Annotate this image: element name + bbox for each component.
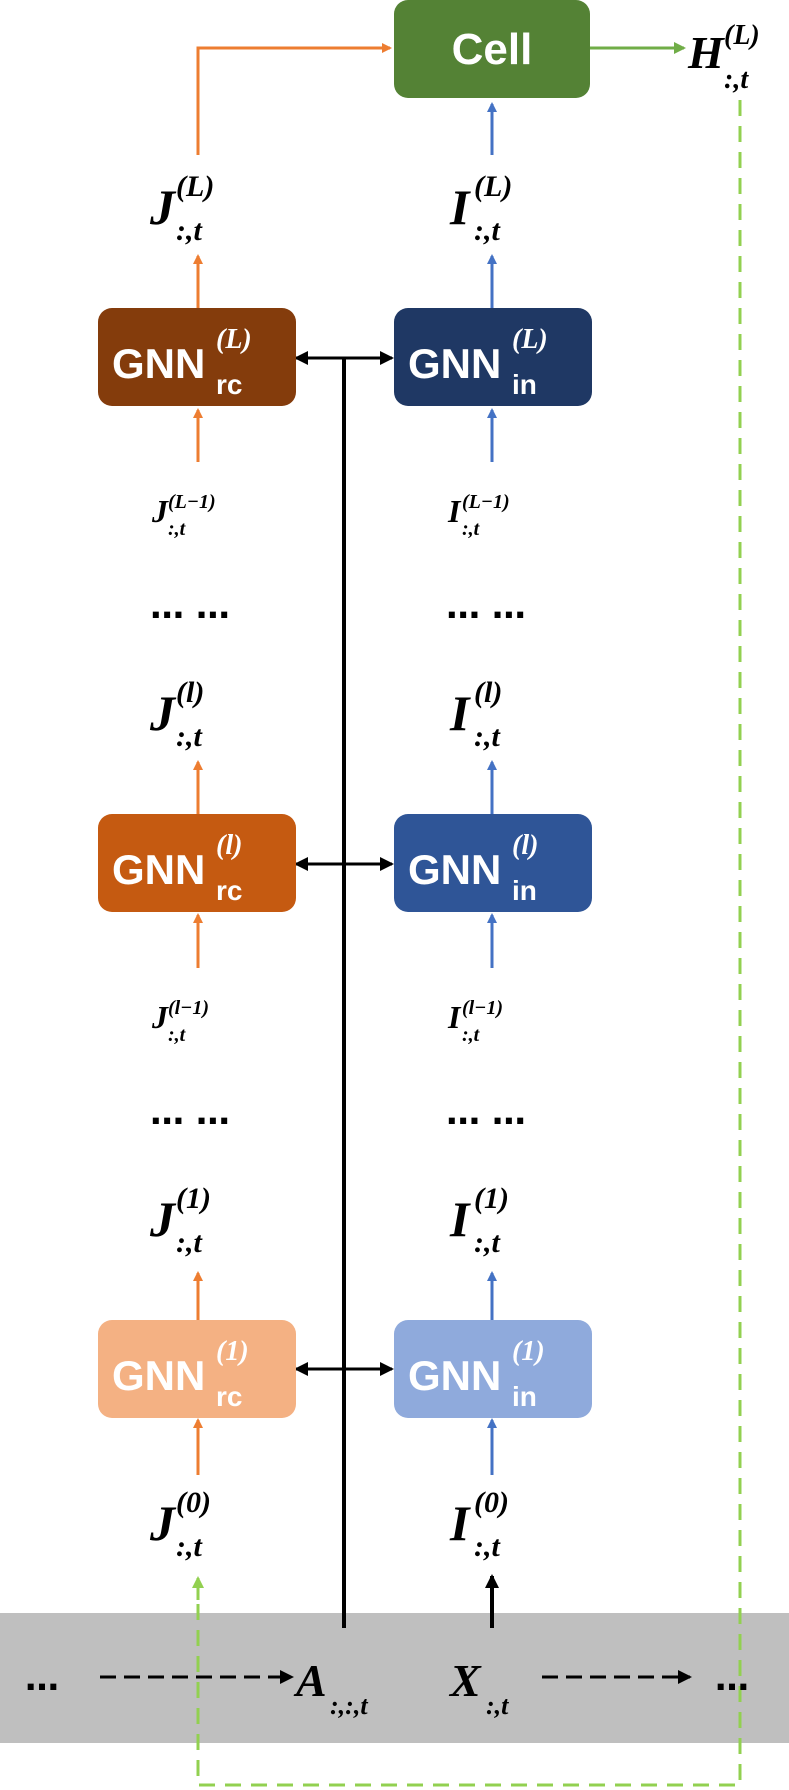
svg-text::,t: :,t (724, 64, 749, 95)
gnn-in-box-1: GNN (1) in (394, 1320, 592, 1418)
gnn-rc-box-L: GNN (L) rc (98, 308, 296, 406)
svg-text:GNN: GNN (408, 846, 501, 893)
svg-text:(0): (0) (176, 1486, 211, 1519)
gnn-rc-box-1: GNN (1) rc (98, 1320, 296, 1418)
svg-text:(0): (0) (474, 1486, 509, 1519)
output-h-label: H (L) :,t (687, 20, 760, 95)
svg-text:(L−1): (L−1) (168, 491, 216, 513)
svg-text::,t: :,t (168, 518, 187, 540)
svg-text:in: in (512, 1381, 537, 1412)
svg-text:(l): (l) (512, 830, 538, 861)
svg-text:I: I (449, 179, 471, 235)
svg-text:GNN: GNN (408, 340, 501, 387)
i-ellipsis-upper: … … (446, 587, 526, 627)
svg-text::,t: :,t (462, 1024, 481, 1046)
svg-text:J: J (149, 1495, 177, 1551)
svg-text:J: J (149, 1191, 177, 1247)
svg-text:(1): (1) (216, 1336, 249, 1367)
i-label-L: I (L) :,t (449, 170, 512, 247)
gnn-rc-box-l: GNN (l) rc (98, 814, 296, 912)
svg-text:rc: rc (216, 1381, 242, 1412)
svg-text::,:,t: :,:,t (330, 1691, 368, 1720)
svg-text:I: I (449, 1495, 471, 1551)
svg-text::,t: :,t (462, 518, 481, 540)
j-label-Lm1: J (L−1) :,t (151, 491, 216, 540)
cell-label: Cell (452, 25, 533, 74)
j-ellipsis-upper: … … (150, 587, 230, 627)
svg-text:J: J (149, 685, 177, 741)
band-ellipsis-right: … (715, 1659, 749, 1699)
svg-text:rc: rc (216, 875, 242, 906)
svg-text:(l−1): (l−1) (462, 997, 503, 1019)
svg-text::,t: :,t (474, 214, 501, 247)
j-label-L: J (L) :,t (149, 170, 214, 247)
svg-text:in: in (512, 875, 537, 906)
gnn-in-box-L: GNN (L) in (394, 308, 592, 406)
svg-text:GNN: GNN (408, 1352, 501, 1399)
feedback-dashed-loop (196, 100, 742, 1787)
svg-text:I: I (447, 493, 462, 529)
j-label-l: J (l) :,t (149, 676, 204, 753)
features-label: X :,t (448, 1655, 509, 1720)
svg-text:(L): (L) (474, 170, 512, 203)
adjacency-label: A :,:,t (293, 1655, 368, 1720)
i-ellipsis-lower: … … (446, 1093, 526, 1133)
svg-text::,t: :,t (474, 1530, 501, 1563)
j-label-1: J (1) :,t (149, 1182, 211, 1259)
svg-text:J: J (151, 999, 169, 1035)
i-label-l: I (l) :,t (449, 676, 502, 753)
svg-text:I: I (449, 1191, 471, 1247)
svg-text::,t: :,t (474, 1226, 501, 1259)
i-label-Lm1: I (L−1) :,t (447, 491, 510, 540)
band-ellipsis-left: … (25, 1659, 59, 1699)
i-label-1: I (1) :,t (449, 1182, 509, 1259)
svg-text:rc: rc (216, 369, 242, 400)
svg-text:A: A (293, 1655, 327, 1706)
j-ellipsis-lower: … … (150, 1093, 230, 1133)
cell-box: Cell (394, 0, 590, 98)
svg-text:(L−1): (L−1) (462, 491, 510, 513)
svg-text:J: J (149, 179, 177, 235)
svg-text:GNN: GNN (112, 846, 205, 893)
j-label-0: J (0) :,t (149, 1486, 211, 1563)
svg-text:(l): (l) (216, 830, 242, 861)
svg-text:(1): (1) (176, 1182, 211, 1215)
svg-text:(L): (L) (176, 170, 214, 203)
svg-text:GNN: GNN (112, 340, 205, 387)
svg-text::,t: :,t (168, 1024, 187, 1046)
svg-text::,t: :,t (176, 720, 203, 753)
svg-text::,t: :,t (176, 214, 203, 247)
j-label-lm1: J (l−1) :,t (151, 997, 209, 1046)
svg-text:(l): (l) (176, 676, 204, 709)
svg-text:X: X (448, 1655, 482, 1706)
svg-text:(L): (L) (512, 324, 548, 355)
svg-text:I: I (447, 999, 462, 1035)
i-label-0: I (0) :,t (449, 1486, 509, 1563)
svg-text:in: in (512, 369, 537, 400)
svg-text:H: H (687, 27, 725, 78)
svg-text:(1): (1) (474, 1182, 509, 1215)
svg-text::,t: :,t (176, 1226, 203, 1259)
svg-text:GNN: GNN (112, 1352, 205, 1399)
svg-text::,t: :,t (176, 1530, 203, 1563)
svg-text:I: I (449, 685, 471, 741)
svg-text:(1): (1) (512, 1336, 545, 1367)
svg-text:J: J (151, 493, 169, 529)
svg-text:(L): (L) (724, 20, 760, 51)
svg-text::,t: :,t (486, 1691, 509, 1720)
gnn-in-box-l: GNN (l) in (394, 814, 592, 912)
svg-text::,t: :,t (474, 720, 501, 753)
orange-arrow-jL-cell (196, 43, 392, 155)
svg-text:(l−1): (l−1) (168, 997, 209, 1019)
i-label-lm1: I (l−1) :,t (447, 997, 503, 1046)
svg-text:(l): (l) (474, 676, 502, 709)
svg-text:(L): (L) (216, 324, 252, 355)
